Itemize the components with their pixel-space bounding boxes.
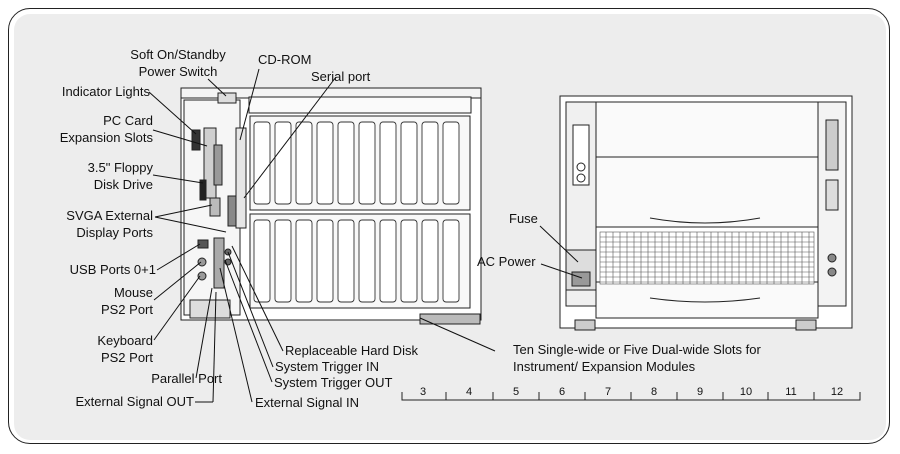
leader-lines	[148, 68, 583, 403]
slot-ruler	[401, 392, 861, 401]
label-mouse-ps2: PS2 Port	[100, 302, 153, 317]
label-trigger-in: System Trigger IN	[275, 359, 380, 374]
rear-vent-grid	[599, 231, 815, 285]
label-hard-disk: Replaceable Hard Disk	[285, 343, 418, 358]
label-trigger-out: System Trigger OUT	[274, 375, 393, 390]
slot-number: 4	[465, 386, 473, 398]
slot-number: 10	[739, 386, 753, 398]
slot-number: 11	[785, 386, 797, 398]
label-indicator-lights: Indicator Lights	[61, 84, 150, 99]
slot-number: 7	[604, 386, 612, 398]
label-ac-power: AC Power	[477, 254, 536, 269]
front-slot-cards	[253, 121, 460, 303]
label-serial-port: Serial port	[311, 69, 371, 84]
label-usb-ports: USB Ports 0+1	[69, 262, 156, 277]
slot-number: 6	[558, 386, 566, 398]
label-slots-line1: Ten Single-wide or Five Dual-wide Slots …	[513, 342, 761, 357]
label-disk-drive: Disk Drive	[93, 177, 153, 192]
label-power-switch: Power Switch	[138, 64, 218, 79]
slot-number: 9	[696, 386, 704, 398]
slot-number: 8	[650, 386, 658, 398]
label-display-ports: Display Ports	[76, 225, 153, 240]
label-slots-line2: Instrument/ Expansion Modules	[513, 359, 696, 374]
slot-number: 12	[830, 386, 844, 398]
label-soft-on: Soft On/Standby	[130, 47, 226, 62]
label-keyboard-ps2: PS2 Port	[100, 350, 153, 365]
slot-number: 5	[512, 386, 520, 398]
label-expansion-slots: Expansion Slots	[59, 130, 153, 145]
label-floppy: 3.5" Floppy	[87, 160, 153, 175]
label-keyboard: Keyboard	[97, 333, 153, 348]
label-fuse: Fuse	[509, 211, 538, 226]
label-external-signal-out: External Signal OUT	[75, 394, 195, 409]
label-parallel-port: Parallel Port	[151, 371, 222, 386]
slot-number: 3	[419, 386, 427, 398]
label-mouse: Mouse	[113, 285, 153, 300]
label-cd-rom: CD-ROM	[258, 52, 312, 67]
label-svga: SVGA External	[66, 208, 153, 223]
rear-chassis	[559, 95, 853, 331]
label-external-signal-in: External Signal IN	[255, 395, 360, 410]
label-pc-card: PC Card	[103, 113, 153, 128]
